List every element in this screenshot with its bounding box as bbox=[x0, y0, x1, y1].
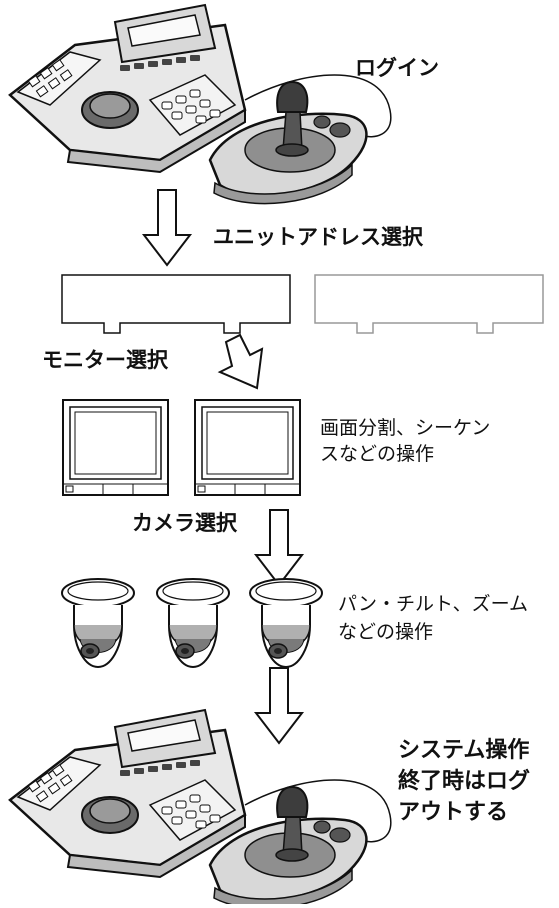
camera-3 bbox=[249, 578, 323, 668]
logout-line2: 終了時はログ bbox=[398, 768, 530, 794]
camera-select-label: カメラ選択 bbox=[132, 511, 238, 535]
camera-1 bbox=[61, 578, 135, 668]
arrow-down-3 bbox=[255, 667, 303, 744]
screen-ops-line1: 画面分割、シーケン bbox=[320, 417, 490, 439]
logout-line1: システム操作 bbox=[398, 738, 529, 763]
monitor-2 bbox=[194, 399, 301, 496]
camera-2 bbox=[156, 578, 230, 668]
camera-ops-line1: パン・チルト、ズーム bbox=[338, 593, 528, 615]
controller-top-illustration bbox=[8, 3, 393, 205]
arrow-diagonal bbox=[217, 333, 264, 390]
logout-line3: アウトする bbox=[398, 800, 508, 825]
unit-unselected bbox=[314, 274, 544, 334]
arrow-down-1 bbox=[143, 189, 191, 266]
camera-ops-line2: などの操作 bbox=[338, 621, 433, 643]
monitor-1 bbox=[62, 399, 169, 496]
controller-bottom-illustration bbox=[8, 708, 393, 908]
monitor-select-label: モニター選択 bbox=[42, 348, 169, 372]
unit-address-label: ユニットアドレス選択 bbox=[213, 225, 424, 249]
screen-ops-line2: スなどの操作 bbox=[320, 443, 434, 465]
login-label: ログイン bbox=[355, 56, 439, 80]
unit-selected bbox=[61, 274, 291, 334]
arrow-down-2 bbox=[255, 509, 303, 586]
